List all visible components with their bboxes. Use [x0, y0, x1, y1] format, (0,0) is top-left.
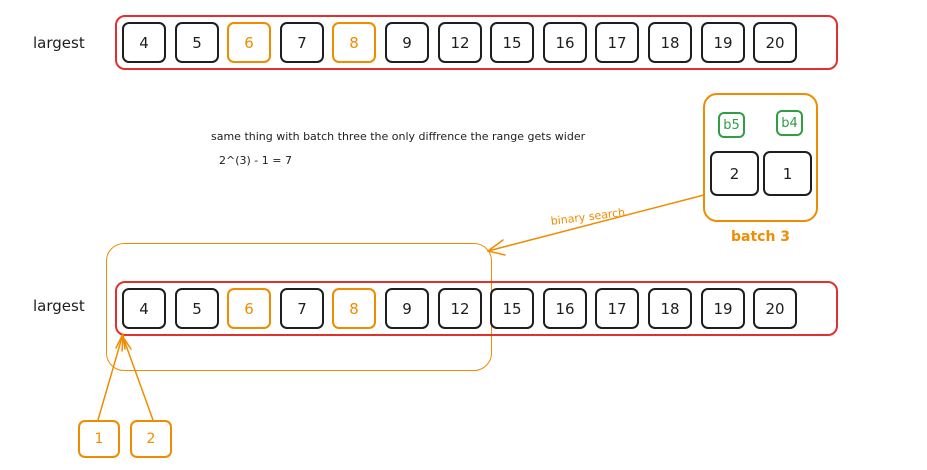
row1-cell: 9 — [385, 22, 429, 63]
note-line2: 2^(3) - 1 = 7 — [219, 154, 292, 167]
row1-label: largest — [33, 34, 85, 52]
row2-cell: 8 — [332, 288, 376, 329]
row1-cell: 20 — [753, 22, 797, 63]
row1-cell: 12 — [438, 22, 482, 63]
row2-label: largest — [33, 297, 85, 315]
row1-cell: 18 — [648, 22, 692, 63]
batch-tag-b5: b5 — [718, 112, 745, 138]
batch-title: batch 3 — [731, 229, 791, 245]
row2-cell: 4 — [122, 288, 166, 329]
row1-cell: 15 — [490, 22, 534, 63]
row2-cell: 5 — [175, 288, 219, 329]
row1-cell: 5 — [175, 22, 219, 63]
row1-cell: 17 — [595, 22, 639, 63]
row1-cell: 8 — [332, 22, 376, 63]
row2-cell: 6 — [227, 288, 271, 329]
row2-cell: 7 — [280, 288, 324, 329]
batch-cell-1: 1 — [763, 151, 812, 196]
note-line1: same thing with batch three the only dif… — [211, 130, 586, 143]
row2-cell: 19 — [701, 288, 745, 329]
binary-search-arrow — [487, 194, 705, 252]
binary-search-arrowhead — [487, 239, 506, 256]
batch-group-frame — [703, 93, 818, 222]
row2-cell: 18 — [648, 288, 692, 329]
row1-cell: 16 — [543, 22, 587, 63]
row2-cell: 20 — [753, 288, 797, 329]
batch-cell-2: 2 — [710, 151, 759, 196]
pointer-2: 2 — [130, 420, 172, 458]
row1-cell: 6 — [227, 22, 271, 63]
pointer-1: 1 — [78, 420, 120, 458]
row1-frame — [115, 15, 838, 70]
row1-cell: 7 — [280, 22, 324, 63]
pointer-1-arrow — [97, 333, 124, 421]
row2-frame — [115, 281, 838, 336]
row2-cell: 15 — [490, 288, 534, 329]
row2-cell: 16 — [543, 288, 587, 329]
batch-tag-b4: b4 — [776, 110, 803, 136]
row1-cell: 19 — [701, 22, 745, 63]
pointer-2-arrowhead — [121, 336, 132, 352]
pointer-2-arrow — [122, 336, 154, 421]
row2-cell: 12 — [438, 288, 482, 329]
row1-cell: 4 — [122, 22, 166, 63]
row2-cell: 9 — [385, 288, 429, 329]
row2-cell: 17 — [595, 288, 639, 329]
